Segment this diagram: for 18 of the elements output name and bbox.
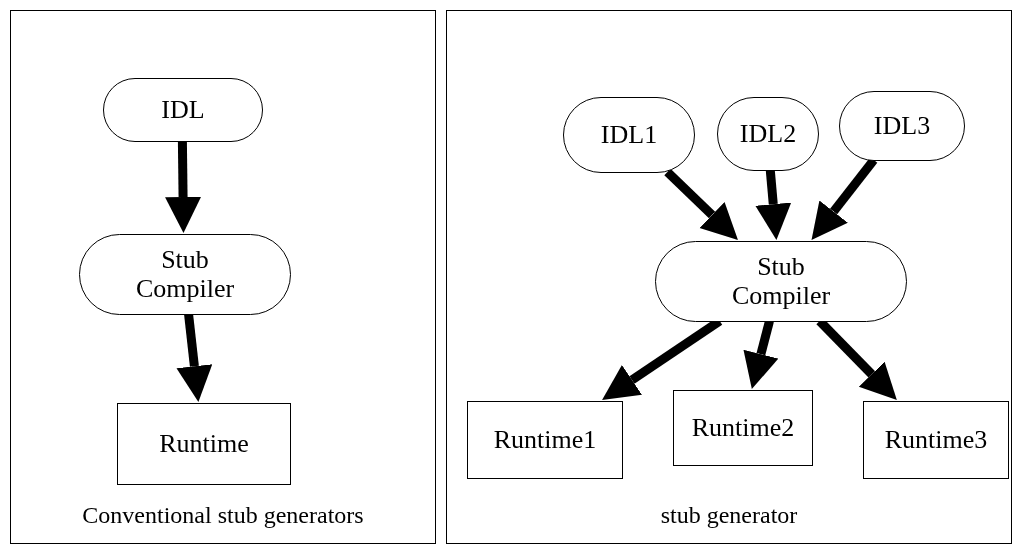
node-label: Stub Compiler [134,245,236,304]
panel-caption: stub generator [660,502,798,529]
diagram-panel [446,10,1012,544]
node-label: Runtime [159,429,249,459]
node-label: Runtime2 [691,413,795,443]
output-box [863,401,1009,479]
node-label: IDL1 [600,120,658,150]
output-box [467,401,623,479]
node-label: IDL2 [739,119,797,149]
diagram-panel [10,10,436,544]
node-label: Runtime3 [884,425,988,455]
node-label: Runtime1 [493,425,597,455]
node-label: Stub Compiler [730,252,832,311]
panel-caption: Conventional stub generators [82,502,364,529]
node-label: IDL [161,95,205,125]
output-box [117,403,291,485]
node-label: IDL3 [873,111,931,141]
output-box [673,390,813,466]
